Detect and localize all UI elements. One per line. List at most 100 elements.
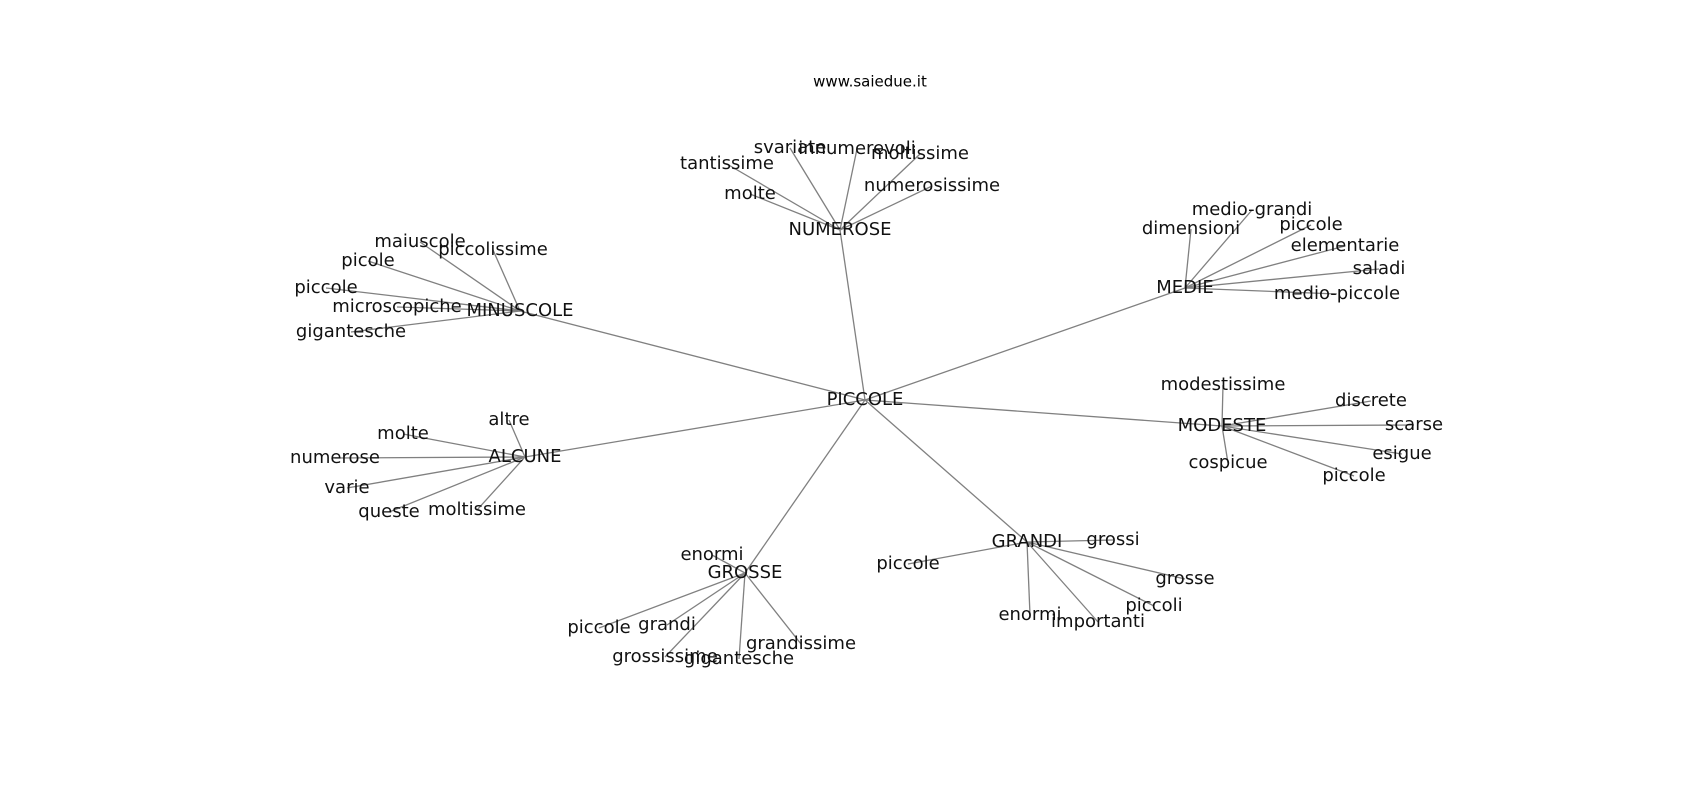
edge-grandi-leaf xyxy=(1026,541,1155,607)
edge-grandi-leaf xyxy=(1026,541,1099,623)
edge-alcune-leaf xyxy=(388,456,526,513)
modeste-leaf-label: esigue xyxy=(1372,443,1431,464)
medie-leaf-label: dimensioni xyxy=(1142,218,1240,239)
medie-hub-label: MEDIE xyxy=(1156,277,1213,298)
edge-minuscole-leaf xyxy=(492,249,521,312)
grosse-hub-label: GROSSE xyxy=(708,562,783,583)
grosse-leaf-label: grandi xyxy=(638,614,696,635)
edge-grandi-leaf xyxy=(1026,541,1031,616)
edge-center-grosse xyxy=(744,399,866,574)
grandi-hub-label: GRANDI xyxy=(992,531,1063,552)
numerose-leaf-label: moltissime xyxy=(871,143,969,164)
modeste-leaf-label: cospicue xyxy=(1188,452,1267,473)
grandi-leaf-label: piccoli xyxy=(1125,595,1182,616)
modeste-leaf-label: piccole xyxy=(1322,465,1385,486)
alcune-leaf-label: numerose xyxy=(290,447,380,468)
edge-center-alcune xyxy=(524,399,866,458)
grandi-leaf-label: importanti xyxy=(1051,611,1145,632)
minuscole-leaf-label: piccole xyxy=(294,277,357,298)
edge-grosse-leaf xyxy=(664,572,746,658)
edge-medie-leaf xyxy=(1184,209,1253,289)
numerose-leaf-label: molte xyxy=(724,183,776,204)
medie-leaf-label: piccole xyxy=(1279,214,1342,235)
edge-center-grandi xyxy=(864,399,1028,543)
minuscole-leaf-label: maiuscole xyxy=(374,231,465,252)
modeste-leaf-label: scarse xyxy=(1385,414,1443,435)
edge-numerose-leaf xyxy=(839,153,921,231)
edge-modeste-leaf xyxy=(1221,425,1355,477)
grosse-leaf-label: piccole xyxy=(567,617,630,638)
numerose-leaf-label: tantissime xyxy=(680,153,774,174)
edge-modeste-leaf xyxy=(1221,425,1403,455)
edge-modeste-leaf xyxy=(1221,400,1372,427)
edge-minuscole-leaf xyxy=(350,310,521,333)
numerose-leaf-label: numerosissime xyxy=(864,175,1000,196)
grosse-leaf-label: gigantesche xyxy=(684,648,794,669)
edge-grosse-leaf xyxy=(711,554,746,574)
edge-center-modeste xyxy=(864,399,1223,427)
minuscole-leaf-label: picole xyxy=(341,250,394,271)
edge-medie-leaf xyxy=(1184,268,1380,289)
medie-leaf-label: medio-grandi xyxy=(1192,199,1313,220)
modeste-leaf-label: discrete xyxy=(1335,390,1407,411)
edge-minuscole-leaf xyxy=(419,241,521,312)
alcune-leaf-label: varie xyxy=(324,477,369,498)
minuscole-leaf-label: piccolissime xyxy=(438,239,548,260)
edge-numerose-leaf xyxy=(789,147,841,231)
edge-grandi-leaf xyxy=(1026,539,1114,543)
minuscole-leaf-label: gigantesche xyxy=(296,321,406,342)
edge-alcune-leaf xyxy=(402,433,526,458)
medie-leaf-label: elementarie xyxy=(1291,235,1400,256)
modeste-leaf-label: modestissime xyxy=(1161,374,1286,395)
edge-minuscole-leaf xyxy=(367,260,521,312)
edge-grosse-leaf xyxy=(738,572,746,660)
edge-medie-leaf xyxy=(1184,224,1312,289)
edge-grosse-leaf xyxy=(744,572,802,645)
edge-alcune-leaf xyxy=(508,419,526,458)
alcune-leaf-label: molte xyxy=(377,423,429,444)
edge-numerose-leaf xyxy=(726,163,841,231)
grandi-leaf-label: grossi xyxy=(1086,529,1139,550)
center-node-label: PICCOLE xyxy=(827,389,904,410)
edge-alcune-leaf xyxy=(476,456,526,511)
edge-numerose-leaf xyxy=(839,148,858,231)
grandi-leaf-label: piccole xyxy=(876,553,939,574)
numerose-hub-label: NUMEROSE xyxy=(788,219,891,240)
node-labels: www.saiedue.it PICCOLE tantissimesvariat… xyxy=(290,73,1443,670)
numerose-leaf-label: innumerevoli xyxy=(798,138,916,159)
grandi-leaf-label: grosse xyxy=(1155,568,1214,589)
edge-numerose-leaf xyxy=(839,185,933,231)
edge-center-numerose xyxy=(839,229,866,401)
grandi-leaf-label: enormi xyxy=(998,604,1061,625)
edge-alcune-leaf xyxy=(334,456,526,459)
numerose-leaf-label: svariate xyxy=(754,137,827,158)
alcune-leaf-label: altre xyxy=(488,409,529,430)
alcune-leaf-label: queste xyxy=(358,501,419,522)
edges xyxy=(325,147,1415,660)
edge-minuscole-leaf xyxy=(325,287,521,312)
edge-modeste-leaf xyxy=(1221,425,1229,464)
edge-minuscole-leaf xyxy=(396,306,521,312)
edge-medie-leaf xyxy=(1184,245,1346,289)
edge-modeste-leaf xyxy=(1221,384,1224,427)
medie-leaf-label: medio-piccole xyxy=(1274,283,1400,304)
alcune-leaf-label: moltissime xyxy=(428,499,526,520)
edge-grandi-leaf xyxy=(1026,541,1186,580)
medie-leaf-label: saladi xyxy=(1353,258,1406,279)
edge-grandi-leaf xyxy=(907,541,1028,565)
minuscole-hub-label: MINUSCOLE xyxy=(466,300,573,321)
edge-center-minuscole xyxy=(519,310,866,401)
site-title: www.saiedue.it xyxy=(813,73,927,91)
edge-grosse-leaf xyxy=(598,572,746,629)
edge-grosse-leaf xyxy=(666,572,746,626)
grosse-leaf-label: grossissime xyxy=(612,646,718,667)
alcune-hub-label: ALCUNE xyxy=(489,446,562,467)
edge-alcune-leaf xyxy=(346,456,526,489)
grosse-leaf-label: grandissime xyxy=(746,633,856,654)
modeste-hub-label: MODESTE xyxy=(1178,415,1267,436)
minuscole-leaf-label: microscopiche xyxy=(332,296,462,317)
edge-modeste-leaf xyxy=(1221,424,1415,427)
edge-medie-leaf xyxy=(1184,228,1192,289)
grosse-leaf-label: enormi xyxy=(680,544,743,565)
